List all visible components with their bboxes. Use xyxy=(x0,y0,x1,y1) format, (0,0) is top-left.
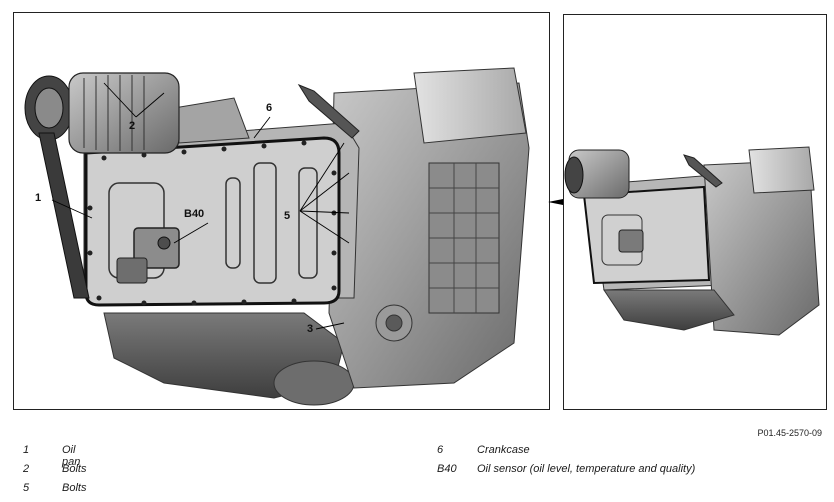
callout-5: 5 xyxy=(284,210,291,222)
flywheel-housing xyxy=(273,360,355,406)
engine-drawing xyxy=(24,67,530,406)
dipstick-tube xyxy=(297,83,360,139)
legend-label: Oil pan xyxy=(62,444,81,468)
callout-3: 3 xyxy=(307,323,314,335)
alternator xyxy=(68,72,180,154)
callout-6: 6 xyxy=(266,102,273,114)
legend-number: B40 xyxy=(437,463,457,475)
legend-number: 6 xyxy=(437,444,444,456)
legend-number: 2 xyxy=(23,463,30,475)
callout-2: 2 xyxy=(129,120,136,132)
main-engine-illustration: 2 1 B40 6 5 3 xyxy=(13,12,550,410)
front-pulley xyxy=(24,75,90,299)
legend-label: Bolts xyxy=(62,482,87,494)
legend-label: Oil sensor (oil level, temperature and q… xyxy=(477,463,696,475)
callout-1: 1 xyxy=(35,192,42,204)
figure-reference-code: P01.45-2570-09 xyxy=(757,428,822,438)
legend-label: Bolts xyxy=(62,463,87,475)
legend-label: Crankcase xyxy=(477,444,530,456)
inset-engine-drawing xyxy=(564,146,820,336)
legend-number: 5 xyxy=(23,482,30,494)
legend-number: 1 xyxy=(23,444,30,456)
oil-sensor-b40 xyxy=(116,227,180,284)
callout-b40: B40 xyxy=(184,208,205,220)
inset-engine-illustration xyxy=(563,14,827,410)
